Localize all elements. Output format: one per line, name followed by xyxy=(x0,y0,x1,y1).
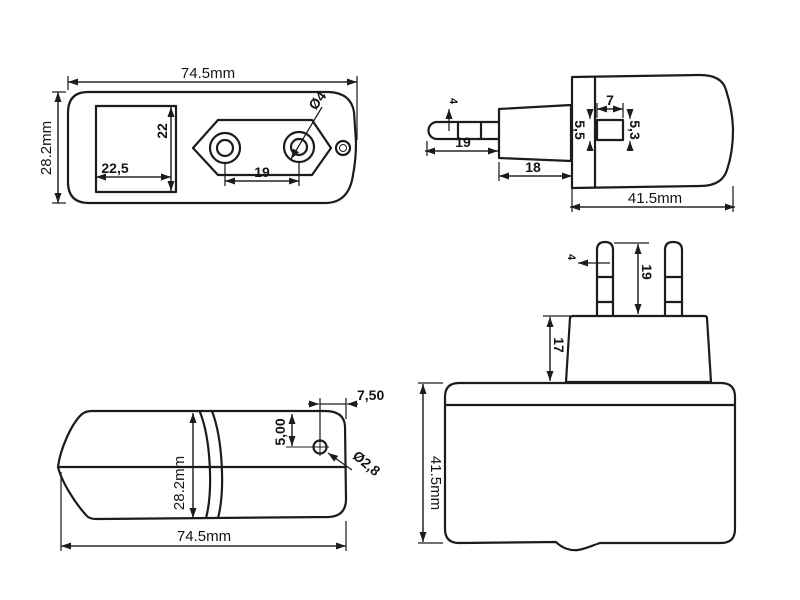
dim-slot-height-right: 5,3 xyxy=(626,109,643,151)
front-neck xyxy=(564,314,713,384)
dim-label-side-body-length: 41.5mm xyxy=(628,190,682,207)
dim-label-profile-width: 74.5mm xyxy=(177,528,231,545)
top-view-screw-hole-outer xyxy=(334,139,352,157)
dim-front-body-height: 41.5mm xyxy=(418,382,444,544)
dim-label-pin-spacing: 19 xyxy=(254,164,270,180)
dim-label-hole-diameter: Ø2,8 xyxy=(350,447,384,479)
dim-socket-width: 22,5 xyxy=(96,160,171,181)
side-view-pin xyxy=(427,120,501,141)
dim-label-profile-height: 28.2mm xyxy=(171,456,188,510)
top-view-right-pin-outer xyxy=(282,130,316,164)
dim-pin-diameter-leader: Ø4 xyxy=(290,88,329,160)
dim-side-pin-diameter: 4 xyxy=(445,98,459,131)
dim-label-side-pin-diameter: 4 xyxy=(447,98,459,105)
dim-pin-spacing: 19 xyxy=(224,162,300,186)
side-view-body-outline xyxy=(570,73,735,190)
leader-line xyxy=(290,106,323,160)
dim-label-hole-from-edge: 7,50 xyxy=(357,387,384,403)
dim-top-width: 74.5mm xyxy=(67,65,358,140)
dim-front-pin-diameter: 4 xyxy=(565,254,610,267)
profile-body-outline xyxy=(56,409,348,521)
dim-hole-from-edge: 7,50 xyxy=(308,387,384,441)
top-view-body-outline xyxy=(66,90,358,205)
dim-label-hole-from-top: 5,00 xyxy=(272,418,288,445)
dim-front-pin-length: 19 xyxy=(614,242,655,314)
top-view-left-pin-inner xyxy=(215,138,235,158)
top-view-left-pin-outer xyxy=(208,131,242,165)
dim-slot-height-left: 5,5 xyxy=(572,109,594,151)
dim-profile-height: 28.2mm xyxy=(171,413,197,518)
side-view-neck xyxy=(497,103,573,163)
dim-label-slot-width: 7 xyxy=(606,92,614,108)
dim-label-front-neck-height: 17 xyxy=(551,337,567,353)
dim-front-neck-height: 17 xyxy=(543,315,570,381)
front-left-pin xyxy=(595,240,615,317)
dim-profile-width: 74.5mm xyxy=(60,472,347,551)
leader-line xyxy=(327,452,353,471)
dim-label-top-width: 74.5mm xyxy=(181,65,235,82)
dim-hole-from-top: 5,00 xyxy=(272,414,312,448)
top-view-screw-hole-inner xyxy=(339,144,347,152)
dim-label-side-pin-length: 19 xyxy=(455,134,471,150)
dim-label-side-neck-length: 18 xyxy=(525,159,541,175)
dim-label-socket-width: 22,5 xyxy=(101,160,128,176)
top-view: 74.5mm 28.2mm 22 22,5 19 Ø4 xyxy=(38,65,358,205)
dim-label-top-height: 28.2mm xyxy=(38,121,55,175)
dim-label-slot-height-right: 5,3 xyxy=(627,120,643,140)
dim-label-socket-depth: 22 xyxy=(154,123,170,139)
profile-band-line xyxy=(198,410,212,520)
dim-top-height: 28.2mm xyxy=(38,91,66,204)
profile-band-line xyxy=(210,409,224,520)
dim-side-pin-length: 19 xyxy=(425,134,498,156)
top-view-socket-opening xyxy=(94,104,178,194)
dim-socket-depth: 22 xyxy=(154,107,175,191)
top-view-pin-recess-hexagon xyxy=(191,118,333,177)
front-view: 19 4 17 41.5mm xyxy=(418,240,737,552)
dim-label-slot-height-left: 5,5 xyxy=(572,120,588,140)
dim-side-body-length: 41.5mm xyxy=(570,186,735,212)
dim-slot-width: 7 xyxy=(596,92,624,118)
top-view-right-pin-inner xyxy=(289,137,309,157)
front-right-pin xyxy=(663,240,684,317)
dim-label-front-pin-length: 19 xyxy=(639,264,655,280)
profile-view: 28.2mm 74.5mm 5,00 7,50 Ø2,8 xyxy=(56,387,384,551)
side-view-slot xyxy=(595,118,625,142)
front-body-outline xyxy=(443,381,737,552)
dim-side-neck-length: 18 xyxy=(498,159,573,190)
dim-hole-diameter-leader: Ø2,8 xyxy=(327,447,384,479)
side-view: 4 19 18 7 5,5 5 xyxy=(425,73,735,212)
dim-label-front-body-height: 41.5mm xyxy=(427,456,444,510)
dim-label-front-pin-diameter: 4 xyxy=(565,254,577,261)
